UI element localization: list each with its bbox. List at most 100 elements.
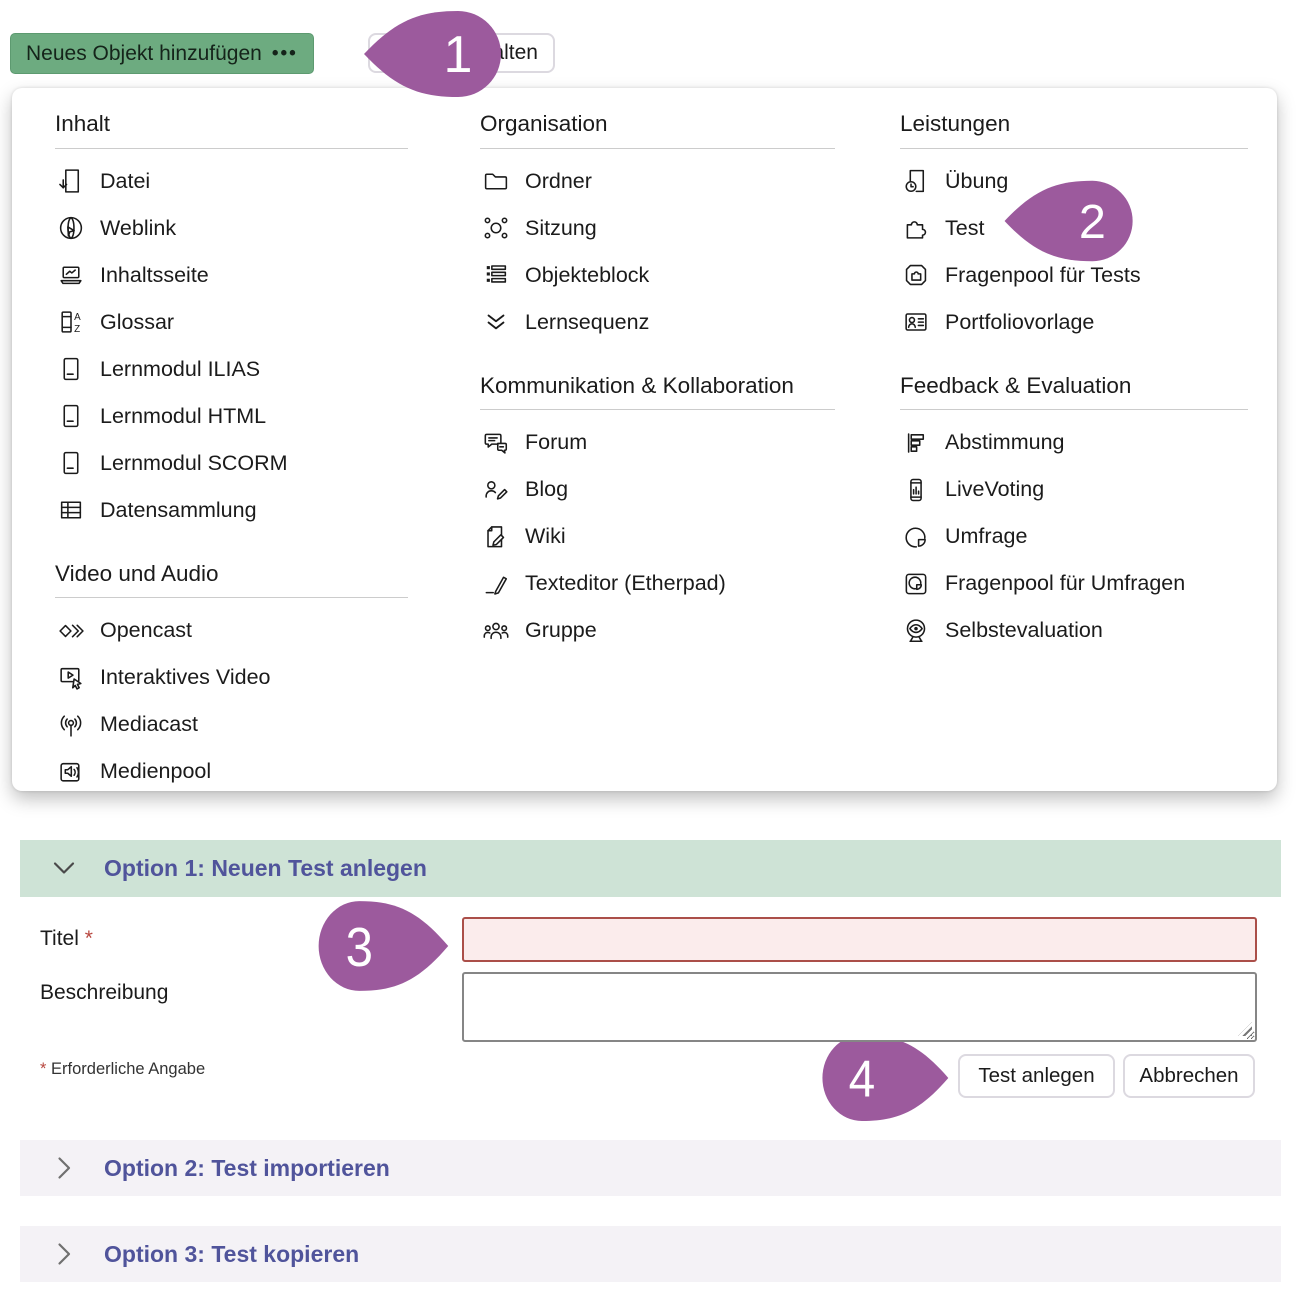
menu-item-inhaltsseite[interactable]: Inhaltsseite <box>55 252 408 299</box>
survey-icon <box>902 523 930 551</box>
menu-item-label: Selbstevaluation <box>945 618 1103 643</box>
menu-item-datensammlung[interactable]: Datensammlung <box>55 487 408 534</box>
puzzle-icon <box>902 214 930 242</box>
step-number: 3 <box>346 917 373 978</box>
menu-item-label: Sitzung <box>525 215 597 240</box>
section-title: Organisation <box>480 111 608 136</box>
create-test-button[interactable]: Test anlegen <box>958 1054 1115 1098</box>
menu-item-abstimmung[interactable]: Abstimmung <box>900 419 1248 466</box>
menu-item-selbstevaluation[interactable]: Selbstevaluation <box>900 607 1248 654</box>
title-input[interactable] <box>462 917 1257 962</box>
broadcast-icon <box>57 711 85 739</box>
menu-item-label: Objekteblock <box>525 262 650 287</box>
menu-item-label: Lernmodul SCORM <box>100 450 288 475</box>
accordion-option-1[interactable]: Option 1: Neuen Test anlegen <box>20 840 1281 897</box>
menu-item-label: Inhaltsseite <box>100 262 209 287</box>
table-icon <box>57 496 85 524</box>
menu-item-gruppe[interactable]: Gruppe <box>480 607 835 654</box>
question-pool-survey-icon <box>902 570 930 598</box>
description-textarea[interactable] <box>462 972 1257 1042</box>
menu-item-label: Interaktives Video <box>100 665 271 690</box>
menu-item-fragenpool-fuer-tests[interactable]: Fragenpool für Tests <box>900 252 1248 299</box>
menu-column-organisation: Organisation Ordner Sitzung Objekteblock… <box>480 110 835 674</box>
menu-item-label: Gruppe <box>525 618 597 643</box>
section-video-und-audio: Video und Audio Opencast Interaktives Vi… <box>55 560 408 796</box>
menu-item-blog[interactable]: Blog <box>480 466 835 513</box>
menu-item-ordner[interactable]: Ordner <box>480 158 835 205</box>
menu-item-lernmodul-scorm[interactable]: Lernmodul SCORM <box>55 440 408 487</box>
menu-item-mediacast[interactable]: Mediacast <box>55 701 408 748</box>
menu-item-texteditor-etherpad[interactable]: Texteditor (Etherpad) <box>480 560 835 607</box>
section-organisation: Organisation Ordner Sitzung Objekteblock… <box>480 110 835 346</box>
section-kommunikation-kollaboration: Kommunikation & Kollabo­ration Forum Blo… <box>480 372 835 655</box>
group-icon <box>482 617 510 645</box>
wiki-icon <box>482 523 510 551</box>
menu-item-label: Datei <box>100 168 151 193</box>
menu-item-datei[interactable]: Datei <box>55 158 408 205</box>
add-object-button[interactable]: Neues Objekt hinzufügen ••• <box>10 33 314 74</box>
menu-item-uebung[interactable]: Übung <box>900 158 1248 205</box>
globe-icon <box>57 214 85 242</box>
forum-icon <box>482 429 510 457</box>
menu-item-label: LiveVoting <box>945 477 1045 502</box>
menu-item-label: Lernmodul HTML <box>100 403 267 428</box>
menu-item-label: Fragenpool für Umfragen <box>945 571 1186 596</box>
section-title: Video und Audio <box>55 560 219 586</box>
menu-item-fragenpool-fuer-umfragen[interactable]: Fragenpool für Umfragen <box>900 560 1248 607</box>
menu-item-umfrage[interactable]: Umfrage <box>900 513 1248 560</box>
required-note: * Erforderliche Angabe <box>40 1060 206 1078</box>
live-voting-icon <box>902 476 930 504</box>
accordion-title: Option 2: Test importieren <box>104 1154 390 1181</box>
menu-item-label: Ordner <box>525 168 592 193</box>
poll-icon <box>902 429 930 457</box>
menu-item-objekteblock[interactable]: Objekteblock <box>480 252 835 299</box>
menu-item-label: Weblink <box>100 215 177 240</box>
opencast-icon <box>57 617 85 645</box>
menu-item-livevoting[interactable]: LiveVoting <box>900 466 1248 513</box>
manage-button[interactable]: alten <box>368 33 555 73</box>
chevron-right-icon <box>58 1157 71 1179</box>
menu-item-weblink[interactable]: Weblink <box>55 205 408 252</box>
menu-item-label: Umfrage <box>945 524 1028 549</box>
question-pool-test-icon <box>902 261 930 289</box>
menu-item-medienpool[interactable]: Medienpool <box>55 748 408 795</box>
learning-sequence-icon <box>482 308 510 336</box>
menu-item-label: Lernmodul ILIAS <box>100 356 261 381</box>
menu-column-leistungen: Leistungen Übung Test Fragenpool für Tes… <box>900 110 1248 674</box>
menu-item-label: Test <box>945 215 985 240</box>
menu-item-lernmodul-html[interactable]: Lernmodul HTML <box>55 393 408 440</box>
step-3-callout: 3 <box>312 898 452 994</box>
learning-module-icon <box>57 355 85 383</box>
menu-item-lernmodul-ilias[interactable]: Lernmodul ILIAS <box>55 346 408 393</box>
menu-item-opencast[interactable]: Opencast <box>55 607 408 654</box>
cancel-button[interactable]: Abbrechen <box>1123 1054 1255 1098</box>
interactive-video-icon <box>57 664 85 692</box>
svg-text:Z: Z <box>74 324 80 335</box>
folder-icon <box>482 167 510 195</box>
menu-item-interaktives-video[interactable]: Interaktives Video <box>55 654 408 701</box>
menu-item-label: Fragenpool für Tests <box>945 262 1141 287</box>
text-editor-icon <box>482 570 510 598</box>
menu-item-label: Mediacast <box>100 712 198 737</box>
menu-item-portfoliovorlage[interactable]: Portfoliovorlage <box>900 299 1248 346</box>
menu-item-label: Datensammlung <box>100 497 257 522</box>
menu-item-forum[interactable]: Forum <box>480 419 835 466</box>
menu-item-test[interactable]: Test <box>900 205 1248 252</box>
media-pool-icon <box>57 758 85 786</box>
file-download-icon <box>57 167 85 195</box>
accordion-option-3[interactable]: Option 3: Test kopieren <box>20 1226 1281 1282</box>
menu-item-lernsequenz[interactable]: Lernsequenz <box>480 299 835 346</box>
portfolio-template-icon <box>902 308 930 336</box>
menu-item-label: Portfoliovorlage <box>945 309 1095 334</box>
accordion-title: Option 3: Test kopieren <box>104 1240 360 1267</box>
menu-item-sitzung[interactable]: Sitzung <box>480 205 835 252</box>
menu-item-label: Abstimmung <box>945 430 1065 455</box>
menu-item-label: Wiki <box>525 524 566 549</box>
accordion-option-2[interactable]: Option 2: Test importieren <box>20 1140 1281 1196</box>
menu-item-wiki[interactable]: Wiki <box>480 513 835 560</box>
